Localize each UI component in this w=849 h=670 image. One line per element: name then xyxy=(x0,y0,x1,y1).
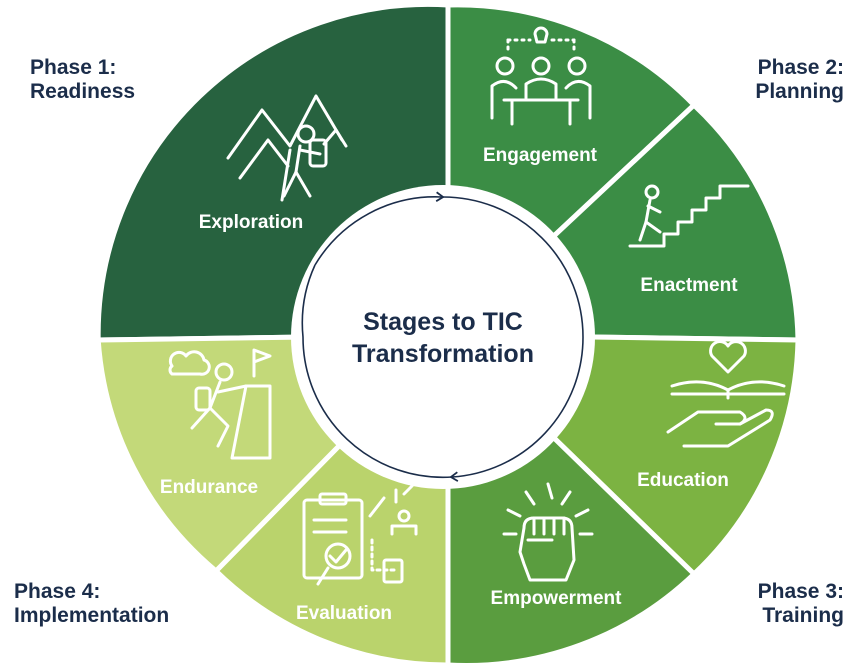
raised-fist-icon xyxy=(502,482,594,582)
cycle-arrow-bottom-left xyxy=(301,264,453,479)
cycle-arrow-top-right xyxy=(441,196,584,338)
team-meeting-icon xyxy=(490,26,592,126)
center-title-line-2: Transformation xyxy=(352,340,534,368)
stage-label-evaluation: Evaluation xyxy=(296,603,392,624)
stage-label-exploration: Exploration xyxy=(199,212,304,233)
phase-3-label: Phase 3: Training xyxy=(758,580,844,628)
phase-4-name: Implementation xyxy=(14,604,170,627)
climbing-stairs-icon xyxy=(628,184,750,248)
stage-label-enactment: Enactment xyxy=(640,275,738,296)
phase-2-number: Phase 2: xyxy=(757,56,844,79)
center-circle xyxy=(291,185,595,489)
center-title-line-1: Stages to TIC xyxy=(363,308,523,336)
cycle-arrow-bottom xyxy=(449,336,584,482)
hand-book-heart-icon xyxy=(666,340,786,448)
stage-label-endurance: Endurance xyxy=(160,477,258,498)
phase-1-number: Phase 1: xyxy=(30,56,117,79)
stage-label-empowerment: Empowerment xyxy=(491,588,623,609)
clipboard-magnifier-icon xyxy=(302,484,418,586)
hiker-mountains-icon xyxy=(226,94,348,202)
cycle-arrow-top xyxy=(314,191,445,266)
phase-3-name: Training xyxy=(762,604,844,627)
phase-1-name: Readiness xyxy=(30,80,136,103)
phase-4-label: Phase 4: Implementation xyxy=(14,580,169,628)
phase-3-number: Phase 3: xyxy=(757,580,844,603)
phase-4-number: Phase 4: xyxy=(14,580,101,603)
stage-label-education: Education xyxy=(637,470,729,491)
climber-flag-icon xyxy=(168,348,272,460)
stage-label-engagement: Engagement xyxy=(483,145,598,166)
phase-2-label: Phase 2: Planning xyxy=(755,56,844,104)
phase-2-name: Planning xyxy=(755,80,844,103)
phase-1-label: Phase 1: Readiness xyxy=(30,56,135,104)
